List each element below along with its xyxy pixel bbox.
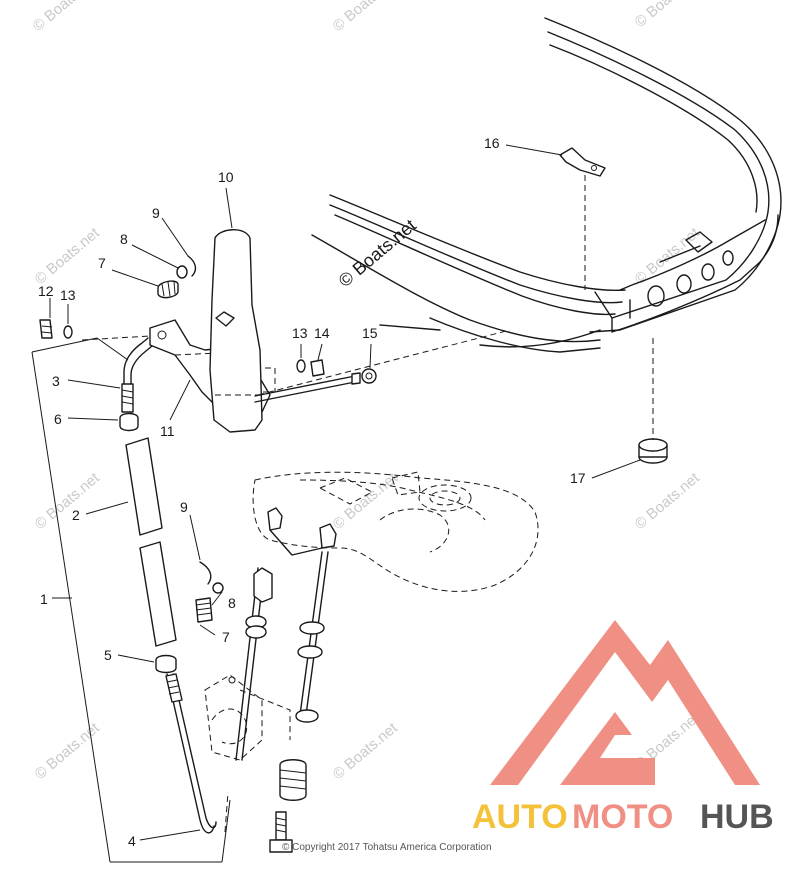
callout-14: 14 bbox=[314, 325, 330, 341]
watermark: © Boats.net bbox=[32, 469, 104, 533]
logo-hub: HUB bbox=[700, 798, 774, 836]
washer-right bbox=[296, 359, 306, 373]
engine-cover bbox=[311, 17, 782, 353]
link-rod-left bbox=[235, 567, 273, 761]
logo-moto: MOTO bbox=[572, 798, 673, 836]
callout-16: 16 bbox=[484, 135, 500, 151]
grommet bbox=[638, 438, 668, 464]
nut-upper bbox=[119, 412, 139, 432]
callout-5: 5 bbox=[104, 647, 112, 663]
lower-bolt bbox=[269, 811, 293, 853]
throttle-lever bbox=[209, 229, 263, 433]
callout-3: 3 bbox=[52, 373, 60, 389]
bolt-upper bbox=[39, 319, 53, 339]
callout-4: 4 bbox=[128, 833, 136, 849]
tube-lower bbox=[139, 541, 177, 647]
link-rod-right bbox=[279, 551, 329, 801]
watermark: © Boats.net bbox=[632, 224, 704, 288]
callout-17: 17 bbox=[570, 470, 586, 486]
callout-1: 1 bbox=[40, 591, 48, 607]
upper-spring-set bbox=[157, 255, 197, 299]
rod-assembly-bracket-line bbox=[31, 337, 231, 863]
logo-triangle-icon bbox=[490, 620, 760, 785]
callouts: 1 2 3 4 5 6 7 7 8 8 9 9 10 11 12 13 13 1… bbox=[38, 135, 586, 849]
callout-8: 8 bbox=[120, 231, 128, 247]
automotohub-logo: AUTO MOTO HUB bbox=[472, 620, 774, 836]
callout-6: 6 bbox=[54, 411, 62, 427]
callout-2: 2 bbox=[72, 507, 80, 523]
tube-upper bbox=[125, 437, 163, 536]
callout-7-lower: 7 bbox=[222, 629, 230, 645]
pins bbox=[267, 507, 337, 556]
callout-13-right: 13 bbox=[292, 325, 308, 341]
callout-10: 10 bbox=[218, 169, 234, 185]
nut-lower bbox=[155, 654, 177, 674]
washer-outer bbox=[361, 368, 377, 384]
callout-11: 11 bbox=[160, 423, 175, 439]
rod-bottom-hook bbox=[165, 673, 217, 834]
watermark: © Boats.net bbox=[330, 469, 402, 533]
washer-upper-left bbox=[63, 325, 73, 339]
callout-13: 13 bbox=[60, 287, 76, 303]
watermark: © Boats.net bbox=[330, 719, 402, 783]
callout-15: 15 bbox=[362, 325, 378, 341]
control-housing bbox=[252, 471, 539, 592]
copyright-text: © Copyright 2017 Tohatsu America Corpora… bbox=[282, 842, 492, 853]
logo-inner-mark-icon bbox=[560, 712, 655, 785]
watermark: © Boats.net bbox=[632, 0, 704, 31]
callout-7: 7 bbox=[98, 255, 106, 271]
callout-12: 12 bbox=[38, 283, 54, 299]
clip-bracket bbox=[559, 147, 606, 177]
lever-shaft bbox=[254, 372, 361, 403]
callout-8-lower: 8 bbox=[228, 595, 236, 611]
callout-9-lower: 9 bbox=[180, 499, 188, 515]
rod-top-hook bbox=[121, 337, 153, 413]
leader-lines bbox=[49, 144, 654, 841]
lower-spring-set bbox=[195, 561, 224, 623]
nut-right bbox=[310, 359, 325, 377]
logo-auto: AUTO bbox=[472, 798, 568, 836]
watermark: © Boats.net bbox=[330, 0, 402, 35]
callout-9: 9 bbox=[152, 205, 160, 221]
watermark: © Boats.net bbox=[30, 0, 102, 35]
watermark: © Boats.net bbox=[32, 224, 104, 288]
watermark: © Boats.net bbox=[632, 469, 704, 533]
